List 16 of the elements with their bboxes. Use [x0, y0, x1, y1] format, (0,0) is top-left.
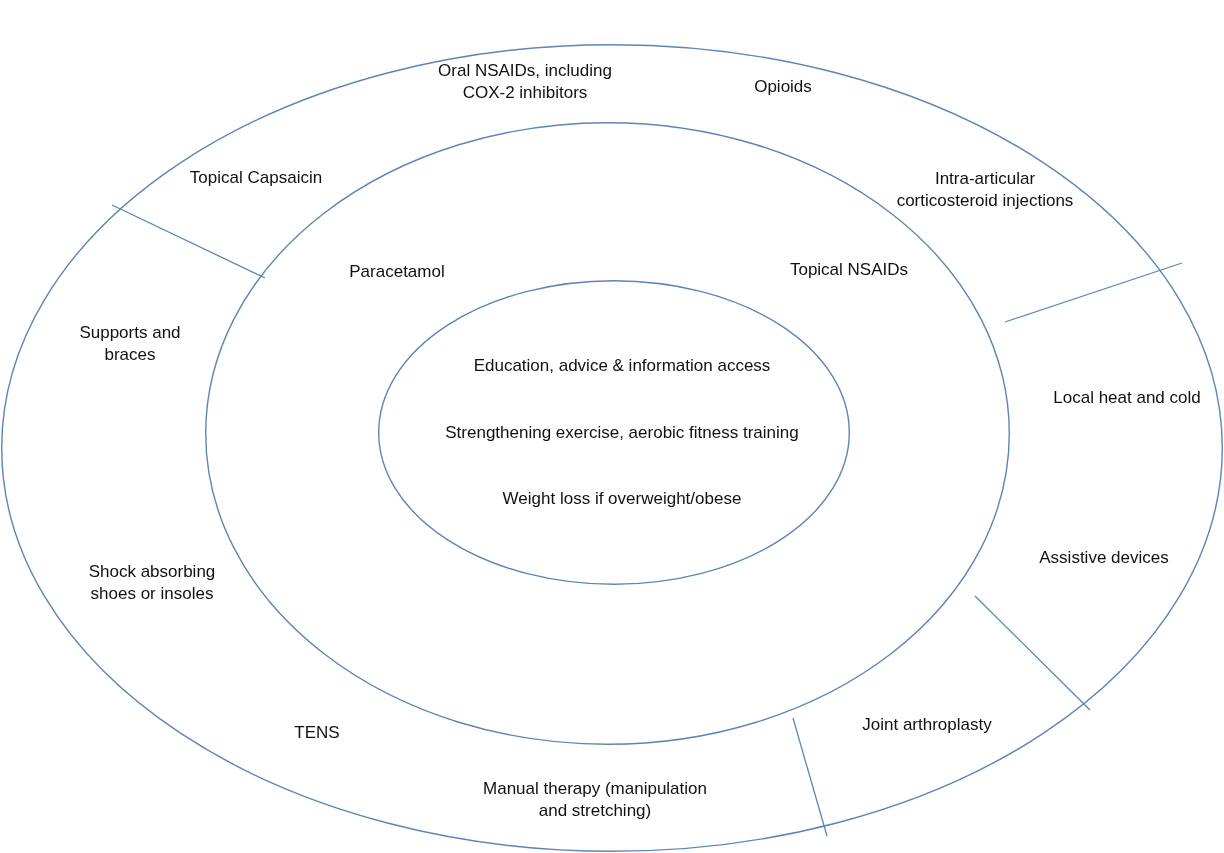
treatment-label: Supports and braces: [78, 321, 182, 366]
treatment-label: Topical Capsaicin: [188, 166, 324, 189]
treatment-label: Shock absorbing shoes or insoles: [87, 560, 217, 605]
treatment-label: Strengthening exercise, aerobic fitness training: [444, 421, 800, 444]
treatment-label: Intra-articular corticosteroid injections: [895, 167, 1075, 212]
treatment-label: Topical NSAIDs: [788, 258, 910, 281]
treatment-label: Opioids: [753, 75, 813, 98]
treatment-label: Oral NSAIDs, including COX-2 inhibitors: [437, 59, 613, 104]
treatment-label: Manual therapy (manipulation and stretching): [482, 777, 708, 822]
treatment-label: Local heat and cold: [1052, 386, 1202, 409]
treatment-label: Weight loss if overweight/obese: [501, 487, 743, 510]
treatment-label: Joint arthroplasty: [861, 713, 993, 736]
treatment-label: Paracetamol: [348, 260, 446, 283]
treatment-label: TENS: [293, 721, 341, 744]
treatment-label: Education, advice & information access: [472, 354, 772, 377]
treatment-label: Assistive devices: [1038, 546, 1170, 569]
